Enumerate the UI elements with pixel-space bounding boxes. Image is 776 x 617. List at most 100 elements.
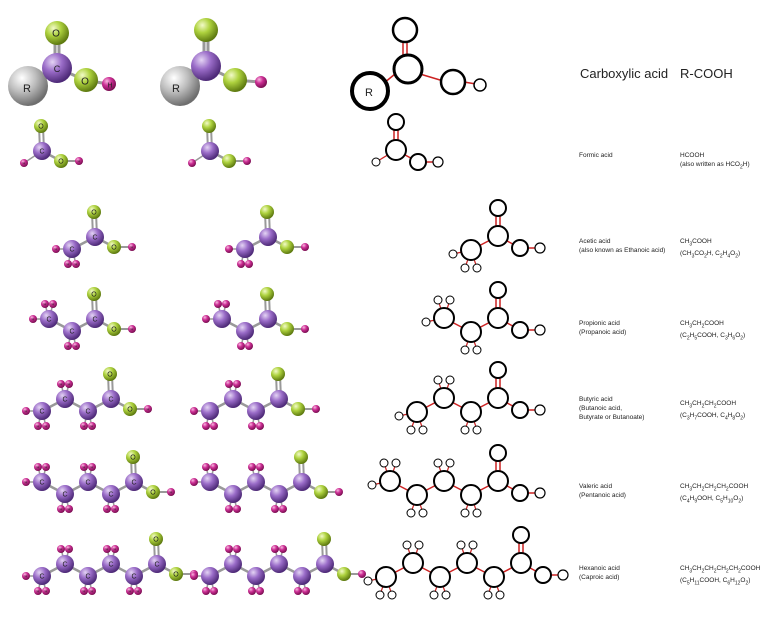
hydrogen-atom — [245, 342, 253, 350]
carbon-ring — [510, 552, 532, 574]
carbon-atom — [236, 322, 254, 340]
carbon-atom — [125, 473, 143, 491]
carbon-ring — [429, 566, 451, 588]
carbon-atom — [247, 402, 265, 420]
carbon-ring — [406, 484, 428, 506]
c-label: C — [39, 479, 44, 486]
hydrogen-ring — [472, 508, 482, 518]
hydrogen-atom — [271, 545, 279, 553]
skeletal-3 — [394, 361, 546, 435]
h-label: H — [37, 588, 40, 593]
hydrogen-ring — [432, 156, 444, 168]
h-label: H — [75, 261, 78, 266]
carbon-atom — [224, 390, 242, 408]
oxygen-ring — [489, 444, 507, 462]
hydrogen-atom — [190, 478, 198, 486]
carbon-atom — [79, 402, 97, 420]
hydrogen-atom — [301, 325, 309, 333]
c-label: C — [62, 491, 67, 498]
oxygen-atom — [260, 287, 274, 301]
oxygen-atom — [280, 240, 294, 254]
h-label: H — [147, 406, 150, 411]
h-label: H — [68, 381, 71, 386]
carbon-ring — [460, 239, 482, 261]
oxygen-atom — [169, 567, 183, 581]
carbon-atom — [148, 555, 166, 573]
hydrogen-atom — [80, 422, 88, 430]
acid-name-3: Butyric acid(Butanoic acid,Butyrate or B… — [579, 395, 644, 422]
h-label: H — [91, 588, 94, 593]
alternate-formula: (C5H11COOH, C6H12O2) — [680, 577, 751, 587]
hydrogen-ring — [472, 425, 482, 435]
hydrogen-atom — [225, 245, 233, 253]
hydrogen-atom — [248, 463, 256, 471]
h-label: H — [23, 160, 26, 165]
hydrogen-ring — [460, 508, 470, 518]
hydrogen-ring — [367, 480, 377, 490]
carbon-ring — [375, 566, 397, 588]
hydrogen-atom — [128, 243, 136, 251]
hydrogen-atom — [144, 405, 152, 413]
alternate-formula: (C3H7COOH, C4H8O2) — [680, 412, 746, 422]
hydrogen-atom — [243, 157, 251, 165]
oxygen-atom — [260, 205, 274, 219]
acid-name: Butyric acid — [579, 396, 613, 403]
h-label: H — [137, 588, 140, 593]
h-label: H — [91, 464, 94, 469]
carbon-ring — [456, 552, 478, 574]
hydrogen-atom — [34, 587, 42, 595]
h-label: H — [32, 316, 35, 321]
hydrogen-ring — [483, 590, 493, 600]
hydrogen-atom — [237, 342, 245, 350]
hydrogen-atom — [111, 545, 119, 553]
h-label: H — [107, 82, 112, 89]
hydrogen-ring — [429, 590, 439, 600]
alternate-formula: (also written as HCO2H) — [680, 161, 750, 171]
hydrogen-atom — [80, 587, 88, 595]
hydrogen-atom — [233, 505, 241, 513]
carbon-atom — [213, 310, 231, 328]
carbon-atom — [247, 473, 265, 491]
hydrogen-atom — [202, 463, 210, 471]
o-label: O — [107, 371, 113, 378]
skeletal-1 — [448, 199, 546, 273]
acid-formula-0: HCOOH(also written as HCO2H) — [680, 151, 750, 172]
r-label: R — [172, 83, 180, 95]
h-label: H — [83, 423, 86, 428]
oxygen-atom — [194, 18, 218, 42]
hydrogen-ring — [534, 324, 546, 336]
acid-formula-1: CH3COOH(CH3CO2H, C2H4O2) — [680, 237, 740, 262]
oxygen-atom — [317, 532, 331, 546]
o-label: O — [91, 291, 97, 298]
hydrogen-atom — [210, 422, 218, 430]
hydrogen-atom — [57, 545, 65, 553]
o-label: O — [153, 536, 159, 543]
carbon-ring — [392, 53, 424, 85]
hydrogen-atom — [271, 505, 279, 513]
hydrogen-atom — [64, 260, 72, 268]
hydrogen-ring — [468, 540, 478, 550]
hydrogen-atom — [245, 260, 253, 268]
skeletal-0 — [371, 113, 444, 171]
acid-alt-name: (Propanoic acid) — [579, 329, 627, 336]
hydrogen-atom — [88, 587, 96, 595]
h-label: H — [131, 244, 134, 249]
acid-name-1: Acetic acid(also known as Ethanoic acid) — [579, 237, 665, 255]
carbon-atom — [201, 142, 219, 160]
h-label: H — [45, 423, 48, 428]
oxygen-ring — [391, 16, 419, 44]
o-label: O — [173, 571, 179, 578]
c-label: C — [92, 234, 97, 241]
hydrogen-atom — [57, 505, 65, 513]
carbon-atom — [201, 567, 219, 585]
oxygen-atom — [222, 154, 236, 168]
oxygen-ring — [489, 361, 507, 379]
hydrogen-ring — [456, 540, 466, 550]
hydrogen-atom — [237, 260, 245, 268]
h-label: H — [60, 506, 63, 511]
alternate-formula: (C4H9OOH, C5H10O2) — [680, 495, 744, 505]
hydrogen-atom — [65, 505, 73, 513]
